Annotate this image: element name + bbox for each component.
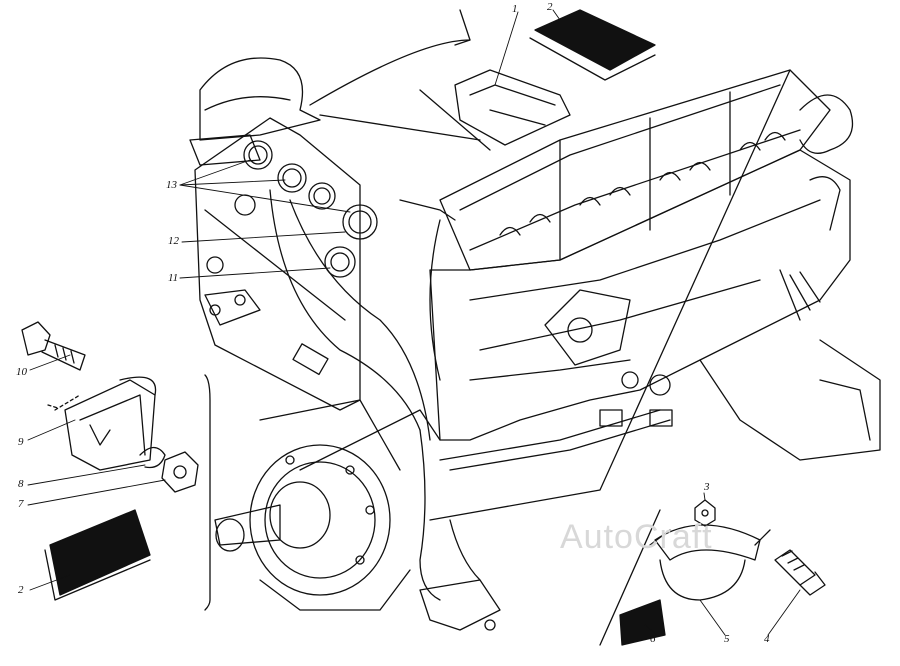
- part-1-clip: [419, 69, 571, 151]
- callout-8: 8: [18, 478, 24, 490]
- part-4-bolt: [774, 549, 826, 596]
- engine-block: [429, 94, 881, 461]
- front-pump-assembly: [214, 399, 411, 611]
- instrument-panel: [194, 117, 378, 411]
- gauge-4: [342, 204, 378, 240]
- callout-12: 12: [168, 235, 179, 247]
- part-2-pad-bottom: [44, 509, 151, 601]
- part-7-nut: [161, 451, 199, 493]
- callout-2-top: 2: [547, 1, 553, 13]
- gauge-5: [324, 246, 356, 278]
- wiring-harness: [269, 9, 791, 601]
- air-intake-housing: [189, 57, 321, 166]
- fuel-lines: [419, 359, 673, 631]
- part-10-bolt: [21, 321, 86, 371]
- gauge-3: [308, 182, 336, 210]
- gauge-1: [243, 140, 273, 170]
- part-6-pad: [619, 599, 666, 646]
- callout-1: 1: [512, 3, 518, 15]
- part-8-washer: [139, 446, 166, 469]
- callout-7: 7: [18, 498, 24, 510]
- callout-6: 6: [650, 633, 656, 645]
- callout-2-bottom: 2: [18, 584, 24, 596]
- cylinder-head: [439, 69, 831, 271]
- callout-5: 5: [724, 633, 730, 645]
- watermark: AutoCraft: [560, 518, 713, 556]
- callout-11: 11: [168, 272, 179, 284]
- leader-lines: [27, 9, 801, 636]
- callout-4: 4: [764, 633, 770, 645]
- callout-9: 9: [18, 436, 24, 448]
- part-9-bracket: [47, 376, 157, 471]
- callout-13: 13: [166, 179, 177, 191]
- part-2-pad-top: [529, 9, 656, 81]
- callout-10: 10: [16, 366, 27, 378]
- callout-3: 3: [704, 481, 710, 493]
- gauge-2: [277, 163, 307, 193]
